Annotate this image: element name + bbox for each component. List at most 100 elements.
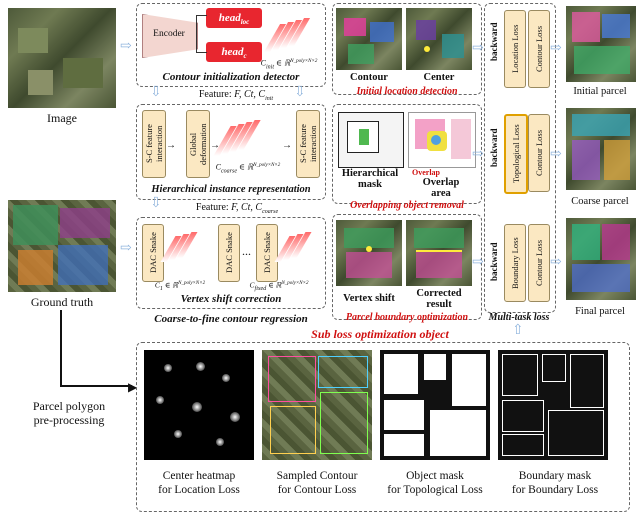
dac2-label: DAC Snake bbox=[224, 232, 234, 274]
c1-stack bbox=[160, 232, 208, 262]
overlap-area-image bbox=[408, 112, 476, 168]
down-arrow-2a: ⇩ bbox=[150, 196, 162, 211]
image-label: Image bbox=[47, 111, 77, 125]
sub-loss-label-2a: Sampled Contour bbox=[276, 470, 358, 482]
vertex-box bbox=[136, 217, 326, 309]
global-label: Global deformation bbox=[188, 123, 208, 165]
contour-loss-label-3: Contour Loss bbox=[534, 239, 544, 287]
contour-loss-block-2: Contour Loss bbox=[528, 114, 550, 192]
backward-label-2: backward bbox=[489, 128, 499, 168]
location-loss-label: Location Loss bbox=[510, 24, 520, 74]
backward-label-1: backward bbox=[489, 22, 499, 62]
parcel-boundary-box bbox=[332, 214, 482, 320]
sub-loss-up-arrow: ⇧ bbox=[512, 323, 524, 338]
initial-location-title: Initial location detection bbox=[356, 86, 458, 97]
object-mask-image bbox=[380, 350, 490, 460]
sub-loss-label-4b: for Boundary Loss bbox=[511, 484, 599, 496]
contour-loss-label-1: Contour Loss bbox=[534, 25, 544, 73]
preprocess-connector-line bbox=[60, 310, 62, 386]
contour-label: Contour bbox=[350, 72, 388, 83]
multi-task-loss-box bbox=[484, 3, 556, 313]
sub-loss-label-3a: Object mask bbox=[406, 470, 464, 482]
overlap-area-label-1: Overlap bbox=[422, 177, 460, 188]
hierarchical-mask-cube bbox=[338, 112, 404, 168]
dac-ellipsis: ... bbox=[242, 244, 251, 258]
coarse-stack bbox=[213, 120, 266, 156]
c1-formula: C1 ∈ ℝN_poly×N×2 bbox=[154, 280, 206, 293]
ground-truth-image bbox=[8, 200, 116, 292]
sc2-label: S-C feature interaction bbox=[298, 124, 318, 164]
preprocess-label-1: Parcel polygon bbox=[32, 399, 106, 413]
head-loc-block: headloc bbox=[206, 8, 262, 28]
down-arrow-1b: ⇩ bbox=[294, 85, 306, 100]
vertex-shift-image bbox=[336, 220, 402, 286]
contour-loss-block-1: Contour Loss bbox=[528, 10, 550, 88]
out-arrow-2: ⇨ bbox=[550, 147, 562, 162]
final-parcel-image bbox=[566, 218, 636, 300]
contour-loss-block-3: Contour Loss bbox=[528, 224, 550, 302]
sc-feature-interaction-2: S-C feature interaction bbox=[296, 110, 320, 178]
corrected-label-1: Corrected bbox=[416, 288, 462, 299]
image-to-encoder-arrow: ⇨ bbox=[120, 39, 132, 54]
cfinal-formula: Cfixed ∈ ℝN_poly×N×2 bbox=[249, 280, 309, 293]
initial-parcel-image bbox=[566, 6, 636, 82]
hier-mask-label-2: mask bbox=[358, 179, 382, 190]
sub-loss-label-1b: for Location Loss bbox=[158, 484, 240, 496]
down-arrow-1a: ⇩ bbox=[150, 85, 162, 100]
corrected-result-image bbox=[406, 220, 472, 286]
backward-label-3: backward bbox=[489, 242, 499, 282]
coarse-parcel-label: Coarse parcel bbox=[571, 196, 629, 207]
out-arrow-3: ⇨ bbox=[550, 255, 562, 270]
loss-arrow-1: ⇨ bbox=[472, 41, 484, 56]
sub-loss-label-3b: for Topological Loss bbox=[387, 484, 483, 496]
global-deformation-block: Global deformation bbox=[186, 110, 210, 178]
sub-loss-label-2b: for Contour Loss bbox=[277, 484, 357, 496]
topological-loss-block: Topological Loss bbox=[504, 114, 528, 194]
head-c-block: headc bbox=[206, 42, 262, 62]
boundary-mask-image bbox=[498, 350, 608, 460]
dac-snake-2: DAC Snake bbox=[218, 224, 240, 282]
sub-loss-title: Sub loss optimization object bbox=[270, 328, 490, 340]
sc1-label: S-C feature interaction bbox=[144, 124, 164, 164]
loss-arrow-3: ⇨ bbox=[472, 255, 484, 270]
preprocess-connector-line-h bbox=[60, 385, 132, 387]
encoder-label: Encoder bbox=[153, 29, 185, 39]
sub-loss-label-1a: Center heatmap bbox=[162, 470, 236, 482]
center-label: Center bbox=[423, 72, 455, 83]
initial-parcel-label: Initial parcel bbox=[573, 86, 627, 97]
c-coarse-formula: Ccoarse ∈ ℝN_poly×N×2 bbox=[215, 162, 281, 175]
hierarchical-title: Hierarchical instance representation bbox=[151, 184, 311, 195]
dac-snake-3: DAC Snake bbox=[256, 224, 278, 282]
hier-arrows-2: → bbox=[210, 140, 220, 151]
coarse-parcel-image bbox=[566, 108, 636, 190]
hier-mask-label-1: Hierarchical bbox=[341, 168, 399, 179]
gt-to-pipeline-arrow: ⇨ bbox=[120, 241, 132, 256]
loss-arrow-2: ⇨ bbox=[472, 147, 484, 162]
center-heatmap-image bbox=[144, 350, 254, 460]
corrected-label-2: result bbox=[426, 299, 452, 310]
contour-init-title: Contour initialization detector bbox=[162, 71, 300, 83]
feature1-label: Feature: F, Ct, Cinit bbox=[198, 89, 274, 102]
feature2-label: Feature: F, Ct, Ccoarse bbox=[195, 202, 279, 215]
ground-truth-label: Ground truth bbox=[30, 295, 94, 309]
boundary-loss-label: Boundary Loss bbox=[510, 237, 520, 289]
contour-loss-label-2: Contour Loss bbox=[534, 129, 544, 177]
vertex-title: Vertex shift correction bbox=[180, 293, 282, 305]
overlap-removal-title: Overlapping object removal bbox=[350, 200, 464, 211]
location-loss-block: Location Loss bbox=[504, 10, 526, 88]
out-arrow-1: ⇨ bbox=[550, 41, 562, 56]
contour-init-stack bbox=[263, 18, 312, 52]
c-init-formula: Cinit ∈ ℝN_poly×N×2 bbox=[260, 58, 318, 71]
dac3-label: DAC Snake bbox=[262, 232, 272, 274]
coarse-to-fine-label: Coarse-to-fine contour regression bbox=[154, 313, 308, 325]
sub-loss-box bbox=[136, 342, 630, 512]
multi-task-loss-label: Multi-task loss bbox=[488, 312, 550, 323]
contour-init-box bbox=[136, 3, 326, 87]
final-parcel-label: Final parcel bbox=[575, 306, 625, 317]
encoder-to-heads-arrow bbox=[196, 15, 207, 53]
overlap-inline-label: Overlap bbox=[412, 168, 440, 177]
topological-loss-label: Topological Loss bbox=[511, 124, 521, 184]
hier-arrows-3: → bbox=[282, 140, 292, 151]
boundary-loss-block: Boundary Loss bbox=[504, 224, 526, 302]
sc-feature-interaction-1: S-C feature interaction bbox=[142, 110, 166, 178]
